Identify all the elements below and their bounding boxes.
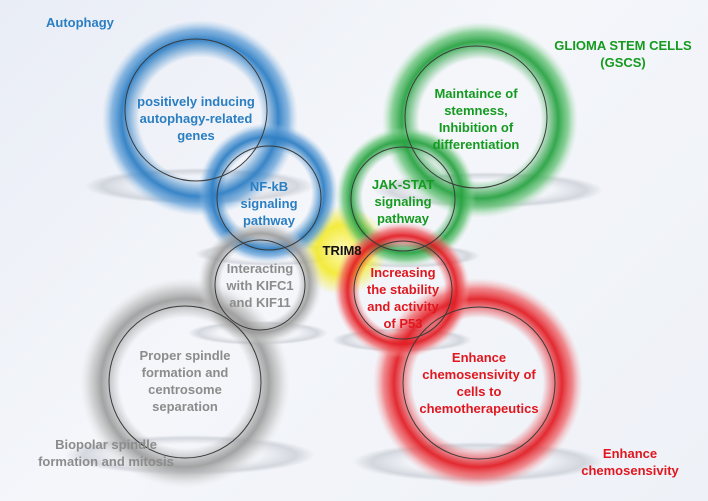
label-p53-line2: the stability (366, 282, 440, 297)
trim8-label: TRIM8 (322, 243, 362, 258)
heading-autophagy: Autophagy (46, 15, 114, 30)
label-kifc1-line3: and KIF11 (229, 295, 291, 310)
outline-stemness (404, 45, 548, 189)
heading-gscs-line2: (GSCS) (600, 55, 646, 70)
label-kifc1: Interacting with KIFC1 and KIF11 (210, 260, 310, 311)
label-stemness: Maintaince of stemness, Inhibition of di… (406, 85, 546, 153)
outline-kifc1 (214, 239, 306, 331)
label-spindle: Proper spindle formation and centrosome … (115, 347, 255, 415)
heading-gscs: GLIOMA STEM CELLS (GSCS) (548, 37, 698, 71)
label-autophagy-genes-line3: genes (177, 128, 215, 143)
label-stemness-line3: Inhibition of (438, 120, 514, 135)
label-jakstat: JAK-STAT signaling pathway (353, 176, 453, 227)
outline-spindle (108, 305, 262, 459)
label-autophagy-genes-line1: positively inducing (137, 94, 255, 109)
heading-chemosensivity: Enhance chemosensivity (560, 445, 700, 479)
label-nfkb-line1: NF-kB (249, 179, 289, 194)
label-chemo: Enhance chemosensivity of cells to chemo… (399, 349, 559, 417)
heading-chemo-line2: chemosensivity (581, 463, 679, 478)
label-stemness-line2: stemness, (444, 103, 508, 118)
label-jakstat-line1: JAK-STAT (371, 177, 435, 192)
label-p53-line4: of P53 (383, 316, 423, 331)
label-spindle-line3: centrosome (148, 382, 222, 397)
heading-biopolar-line2: formation and mitosis (38, 454, 174, 469)
label-kifc1-line2: with KIFC1 (226, 278, 294, 293)
label-p53: Increasing the stability and activity of… (348, 264, 458, 332)
heading-chemo-line1: Enhance (602, 446, 658, 461)
heading-biopolar: Biopolar spindle formation and mitosis (16, 436, 196, 470)
heading-biopolar-line1: Biopolar spindle (55, 437, 157, 452)
label-spindle-line4: separation (152, 399, 218, 414)
label-chemo-line3: cells to (456, 384, 502, 399)
outline-p53 (353, 240, 453, 340)
label-chemo-line2: chemosensivity of (422, 367, 536, 382)
label-autophagy-genes-line2: autophagy-related (139, 111, 253, 126)
label-spindle-line1: Proper spindle (139, 348, 231, 363)
label-p53-line1: Increasing (370, 265, 436, 280)
outline-autophagy-genes (124, 38, 268, 182)
label-spindle-line2: formation and (141, 365, 229, 380)
label-chemo-line4: chemotherapeutics (419, 401, 539, 416)
label-p53-line3: and activity (367, 299, 439, 314)
label-nfkb-line3: pathway (242, 213, 295, 228)
label-kifc1-line1: Interacting (226, 261, 294, 276)
label-nfkb: NF-kB signaling pathway (219, 178, 319, 229)
label-nfkb-line2: signaling (240, 196, 298, 211)
label-autophagy-genes: positively inducing autophagy-related ge… (116, 93, 276, 144)
outline-jakstat (350, 146, 456, 252)
label-stemness-line4: differentiation (432, 137, 520, 152)
label-jakstat-line3: pathway (376, 211, 429, 226)
label-jakstat-line2: signaling (374, 194, 432, 209)
outline-chemo (402, 306, 556, 460)
outline-nfkb (216, 145, 322, 251)
label-stemness-line1: Maintaince of (434, 86, 518, 101)
label-chemo-line1: Enhance (451, 350, 507, 365)
heading-gscs-line1: GLIOMA STEM CELLS (554, 38, 692, 53)
